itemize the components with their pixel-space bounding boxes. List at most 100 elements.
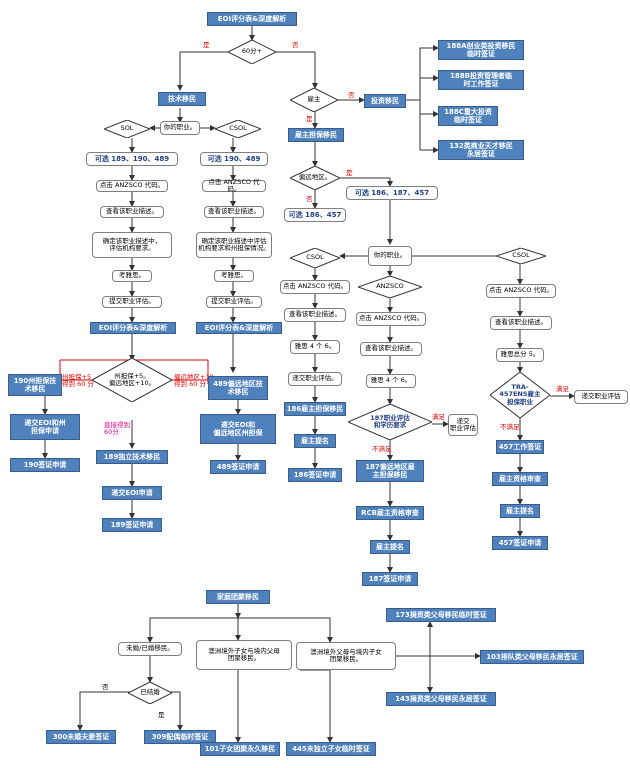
label-married: 是 — [158, 711, 165, 719]
confirm-desc-1: 确定该职业描述中， 评估机构要求。 — [92, 232, 172, 258]
tra-457-label: TRA- 457ENS雇主 担保职业 — [499, 382, 541, 406]
married-label: 已结婚 — [140, 688, 160, 697]
visa-457-apply: 457签证申请 — [492, 536, 548, 550]
assess-187-decision: 187职业评估 和学历要求 — [348, 404, 432, 440]
ielts-4x6-1: 雅思 4 个 6。 — [290, 340, 340, 354]
sol-left-label: SOL — [120, 124, 134, 133]
employer-sponsor-node: 雇主担保移民 — [288, 128, 344, 142]
click-anzsco-5: 点击 ANZSCO 代码。 — [486, 284, 556, 298]
visa-188a: 188A创业类投资移民 临时签证 — [438, 40, 524, 60]
visa-300: 300未婚夫妻签证 — [46, 730, 116, 744]
family-reunion-node: 家庭团聚移民 — [206, 590, 270, 604]
label-remote-ok: 偏远地区+10 得到 60 分 — [174, 373, 214, 389]
visa-190-apply: 190签证申请 — [10, 458, 80, 472]
eoi-node-2: EOI评分表&深度解析 — [196, 322, 282, 334]
tech-migration-node: 技术移民 — [158, 92, 206, 106]
state-remote-decision: 州担保+5。 偏远地区+10。 — [92, 358, 172, 402]
click-anzsco-3: 点击 ANZSCO 代码。 — [280, 280, 350, 294]
employer-decision: 雇主 — [290, 88, 338, 112]
optional-186-187-457: 可选 186、187、457 — [346, 186, 438, 200]
label-meets-2: 满足 — [556, 385, 569, 393]
visa-143: 143捐资类父母移民永居签证 — [386, 692, 496, 706]
visa-489-apply: 489签证申请 — [210, 460, 266, 474]
visa-187-apply: 187签证申请 — [362, 572, 418, 586]
visa-309: 309配偶临时签证 — [144, 730, 216, 744]
submit-assess-2: 提交职业评估。 — [206, 296, 262, 308]
employer-decision-label: 雇主 — [307, 95, 321, 104]
submit-assess-1: 提交职业评估。 — [102, 296, 162, 308]
csol-left-label: CSOL — [229, 124, 247, 133]
label-not-meet-1: 不满足 — [372, 445, 392, 453]
submit-eoi-489: 递交EOI和 偏远地区州担保 — [200, 414, 276, 444]
state-remote-label: 州担保+5。 偏远地区+10。 — [108, 371, 156, 387]
visa-132: 132类商业天才移民 永居签证 — [438, 140, 524, 160]
confirm-desc-2: 确定该职业描述中评估 机构要求和州担保情况。 — [196, 232, 272, 258]
label-no-top: 否 — [292, 41, 299, 49]
csol-left-decision: CSOL — [215, 120, 261, 138]
employer-nominate-3: 雇主提名 — [500, 504, 540, 518]
sol-left-decision: SOL — [104, 120, 150, 138]
csol-mid-decision: CSOL — [290, 248, 340, 268]
label-state-ok: 州担保+5 得到 60 分 — [62, 373, 94, 389]
score-60-decision: 60分+ — [228, 40, 276, 64]
independent-189: 189独立技术移民 — [96, 450, 168, 464]
label-meets: 满足 — [432, 413, 445, 421]
ielts-4x6-2: 雅思 4 个 6。 — [366, 374, 416, 388]
view-desc-4: 查看该职业描述。 — [360, 342, 422, 356]
your-occupation-mid: 你的职业。 — [368, 246, 412, 266]
visa-101: 101子女团聚永久移民 — [200, 742, 280, 756]
label-no-employer: 否 — [348, 91, 355, 99]
exam-1: 考雅思。 — [112, 270, 152, 282]
view-desc-5: 查看该职业描述。 — [490, 316, 552, 330]
view-desc-2: 查看该职业描述。 — [204, 206, 264, 218]
invest-migration-node: 投资移民 — [364, 94, 406, 108]
visa-457-work: 457工作签证 — [496, 440, 544, 454]
visa-189-apply: 189签证申请 — [102, 518, 162, 532]
remote-area-label: 偏远地区。 — [298, 173, 332, 182]
optional-189-190-489: 可选 189、190、489 — [86, 152, 178, 166]
optional-186-457: 可选 186、457 — [284, 208, 346, 222]
employer-nominate-2: 雇主提名 — [370, 540, 410, 554]
rcb-review: RCB雇主资格审查 — [356, 506, 424, 520]
tra-457-decision: TRA- 457ENS雇主 担保职业 — [490, 372, 550, 418]
ielts-total-5: 雅思总分 5。 — [496, 348, 544, 362]
view-desc-3: 查看该职业描述。 — [284, 308, 346, 322]
score-60-label: 60分+ — [241, 47, 263, 56]
top-title: EOI评分表&深度解析 — [207, 12, 297, 26]
visa-173: 173捐资类父母移民临时签证 — [386, 608, 496, 622]
aus-child-parent: 澳洲境外子女与境内父母 团聚移民。 — [196, 640, 292, 670]
csol-right-label: CSOL — [512, 251, 530, 260]
csol-right-decision: CSOL — [496, 248, 546, 264]
eoi-node-1: EOI评分表&深度解析 — [90, 322, 176, 334]
unmarried-partner: 未婚/已婚移民。 — [118, 642, 182, 656]
click-anzsco-2: 点击 ANZSCO 代码。 — [202, 178, 266, 193]
visa-103: 103排队类父母移民永居签证 — [480, 650, 584, 664]
label-remote-no: 否 — [306, 195, 313, 203]
assess-box: 递交 职业评估 — [448, 414, 478, 436]
submit-assess-3: 递交职业评估。 — [288, 372, 342, 386]
aus-parent-child: 澳洲境外父母与境内子女 团聚移民。 — [296, 642, 396, 670]
married-decision: 已结婚 — [128, 682, 172, 704]
remote-489-node: 489偏远地区技 术移民 — [208, 376, 268, 400]
your-occupation-left: 你的职业。 — [160, 121, 200, 135]
label-remote-yes: 是 — [346, 169, 353, 177]
label-yes-top: 是 — [203, 41, 210, 49]
visa-188c: 188C重大投资 临时签证 — [438, 106, 498, 126]
exam-2: 考雅思。 — [214, 270, 254, 282]
label-yes-employer: 是 — [306, 115, 313, 123]
visa-188b: 188B投资管理者临 时工作签证 — [438, 70, 524, 90]
assess-187-label: 187职业评估 和学历要求 — [370, 413, 410, 429]
remote-area-decision: 偏远地区。 — [290, 166, 340, 190]
csol-mid-label: CSOL — [306, 253, 324, 262]
submit-eoi-189: 递交EOI申请 — [102, 486, 162, 500]
view-desc-1: 查看该职业描述。 — [100, 206, 164, 218]
anzsco-mid-decision: ANZSCO — [358, 276, 422, 298]
label-not-married: 否 — [102, 683, 109, 691]
optional-190-489: 可选 190、489 — [200, 152, 268, 166]
visa-186-apply: 186签证申请 — [288, 468, 342, 482]
employer-187-node: 187偏远地区雇 主担保移民 — [356, 460, 424, 482]
submit-assess-side: 递交职业评估 — [574, 390, 628, 404]
label-no-bonus: 直接得到 60分 — [104, 421, 130, 437]
click-anzsco-4: 点击 ANZSCO 代码。 — [356, 312, 426, 326]
